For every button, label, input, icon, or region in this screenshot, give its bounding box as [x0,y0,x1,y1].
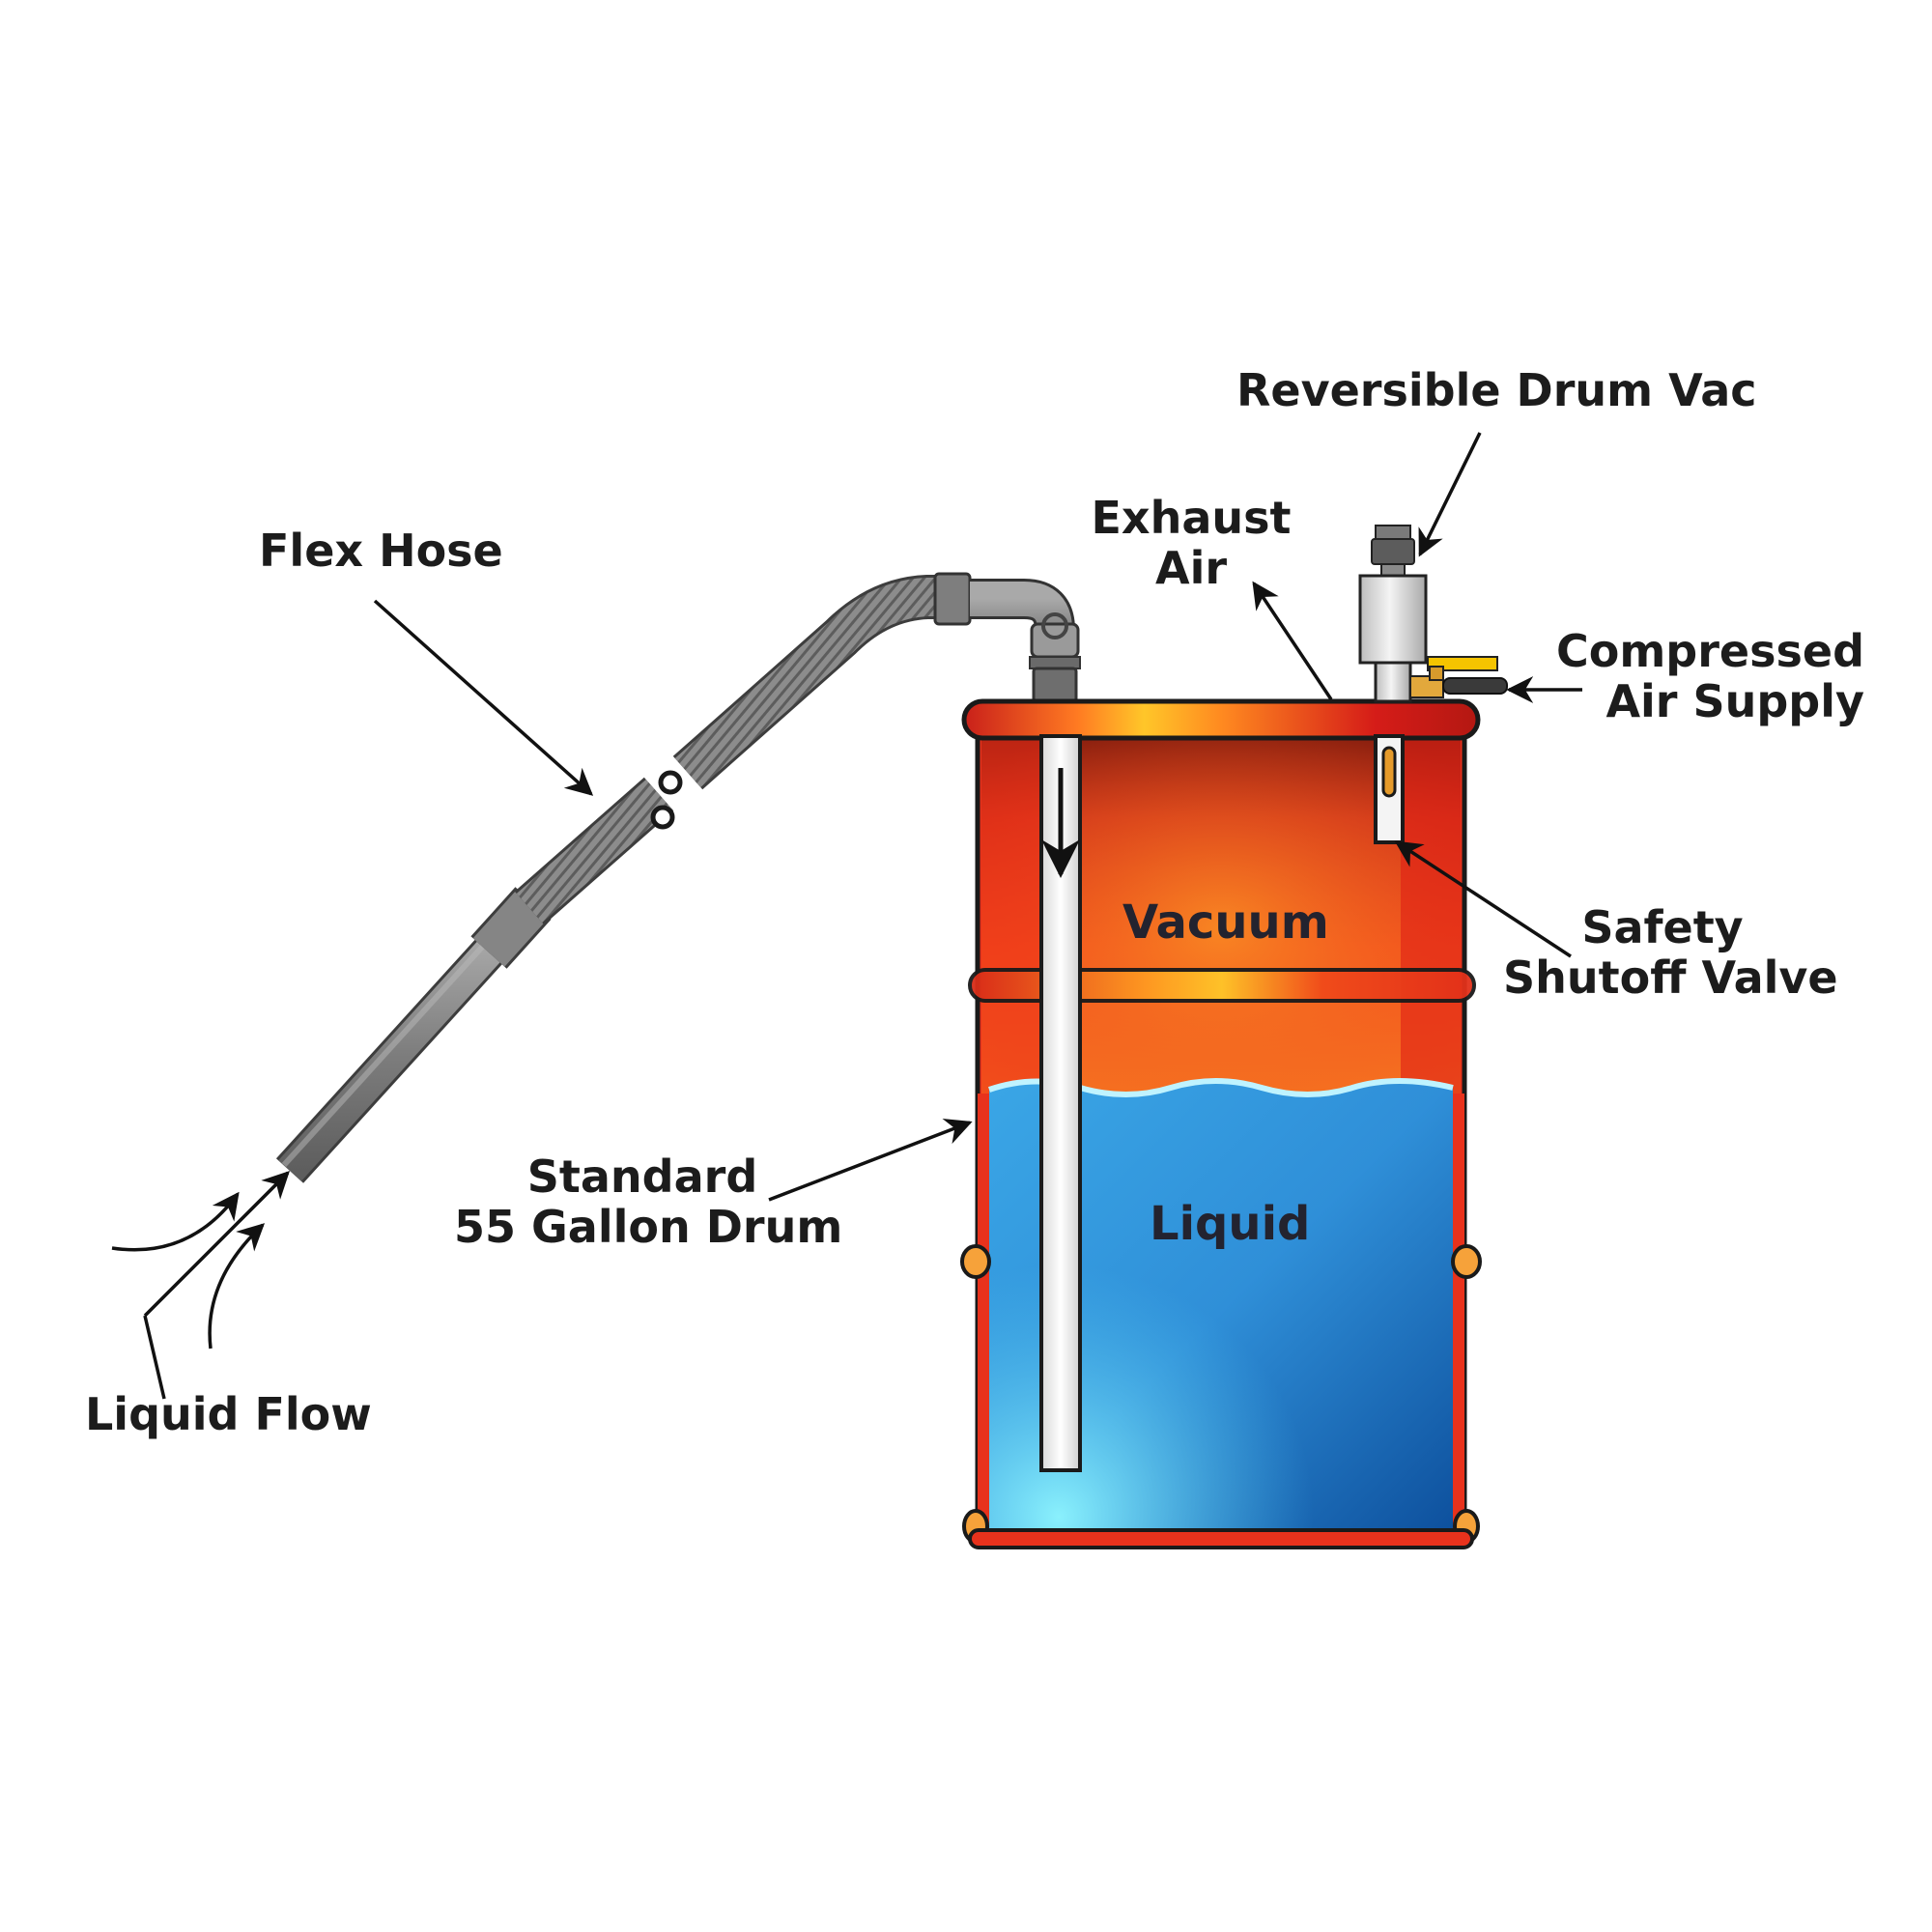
arrow-standard-drum [768,1118,973,1202]
flex-hose [275,572,1081,1183]
arrow-reversible-drum-vac [1418,432,1482,557]
dip-tube [1039,734,1082,1472]
arrow-flex-hose [373,599,594,796]
label-flex-hose: Flex Hose [259,525,503,577]
pointer-arrows [111,432,1582,1400]
label-liquid-flow: Liquid Flow [85,1388,372,1440]
label-exhaust-air: Exhaust Air [1090,493,1293,594]
label-exhaust-air-line2: Air [1154,542,1228,595]
label-exhaust-air-line1: Exhaust [1091,492,1292,544]
label-safety-line1: Safety [1581,901,1744,953]
label-vacuum: Vacuum [1122,895,1329,950]
arrow-liquid-flow-1 [111,1191,240,1252]
label-reversible-drum-vac: Reversible Drum Vac [1236,364,1757,416]
arrow-liquid-flow-3 [208,1223,266,1350]
arrow-liquid-flow-leader [143,1315,166,1400]
arrow-exhaust-air [1252,581,1333,700]
label-safety-shutoff-valve: Safety Shutoff Valve [1503,901,1838,1005]
liquid-fill [988,1078,1454,1540]
label-standard-drum: Standard 55 Gallon Drum [454,1151,843,1254]
label-standard-drum-line2: 55 Gallon Drum [454,1201,843,1254]
label-compressed-air-line2: Air Supply [1605,675,1864,728]
arrow-safety-valve [1394,840,1572,958]
label-standard-drum-line1: Standard [526,1151,758,1203]
arrow-liquid-flow-2 [143,1171,290,1318]
drum-vac-pump [1358,525,1508,703]
label-liquid: Liquid [1150,1197,1311,1251]
label-safety-line2: Shutoff Valve [1503,952,1838,1005]
label-compressed-air-line1: Compressed [1556,625,1864,677]
label-compressed-air-supply: Compressed Air Supply [1546,626,1864,727]
safety-shutoff-valve [1374,734,1405,844]
